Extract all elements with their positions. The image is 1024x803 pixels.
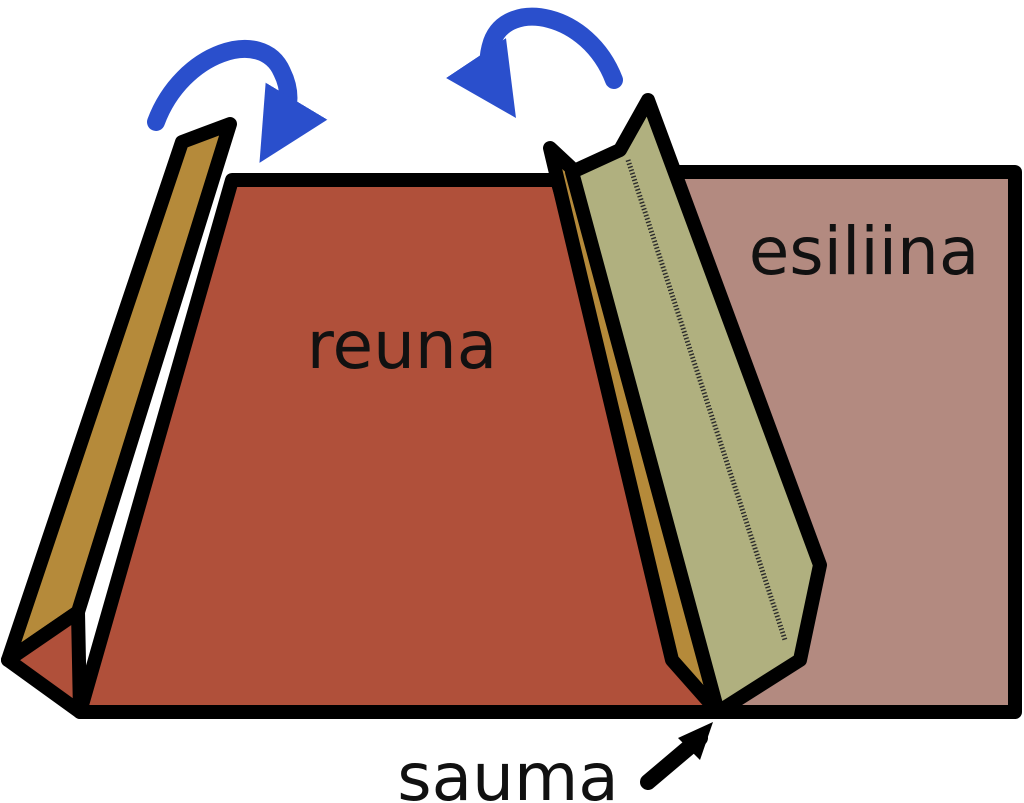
seam-label: sauma (397, 739, 618, 803)
right-fold-flap (565, 93, 827, 719)
edge-label: reuna (307, 307, 497, 384)
curved-arrow-left-icon (446, 7, 623, 118)
curved-arrow-right-icon (147, 39, 328, 163)
stitch-line (625, 159, 788, 641)
apron-label: esiliina (749, 213, 980, 290)
left-fold-triangle (1, 605, 87, 719)
pointer-arrow-head (678, 722, 713, 760)
